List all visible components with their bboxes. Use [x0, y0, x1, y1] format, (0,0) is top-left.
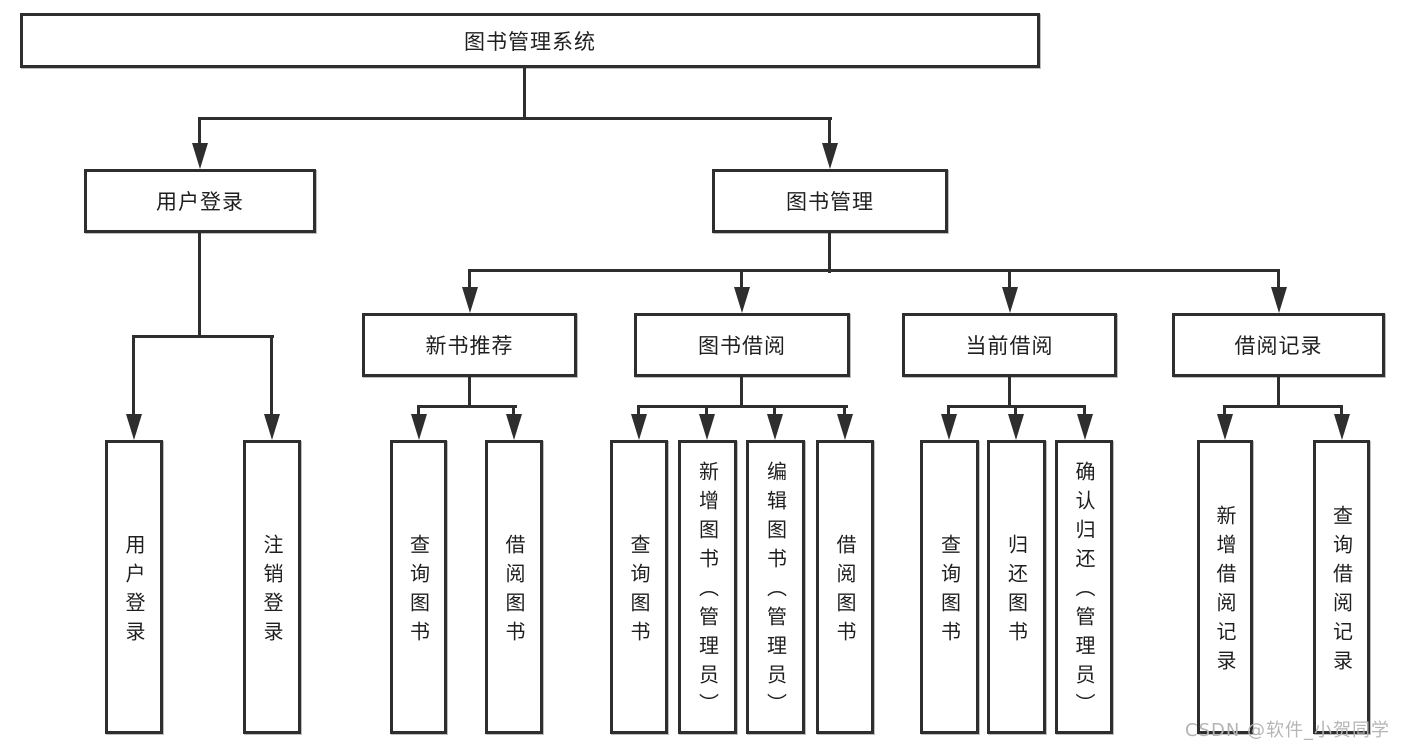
node-user-login: 用户登录: [84, 169, 316, 233]
connector-book-mgmt-drop: [828, 117, 831, 145]
node-book-management: 图书管理: [712, 169, 948, 233]
connector-root-elbow: [198, 117, 832, 120]
connector-root-stem: [523, 68, 526, 120]
arrowhead-leaf-confirm-return: [1077, 414, 1093, 440]
leaf-query-books-recommend: 查询图书: [390, 440, 447, 734]
leaf-query-borrow-record: 查询借阅记录: [1313, 440, 1370, 734]
leaf-query-books-current: 查询图书: [920, 440, 979, 734]
connector-leaf-drop: [270, 335, 273, 415]
node-borrowing-records: 借阅记录: [1172, 313, 1385, 377]
connector-leaf-drop: [705, 405, 708, 417]
arrowhead-leaf-query-books-2: [631, 414, 647, 440]
arrowhead-current-borrowing: [1002, 287, 1018, 313]
arrowhead-leaf-borrow-books: [506, 414, 522, 440]
connector-records-elbow: [1223, 405, 1343, 408]
connector-l3-drop: [1277, 269, 1280, 291]
connector-userlogin-elbow: [132, 335, 274, 338]
connector-leaf-drop: [1340, 405, 1343, 417]
connector-l3-drop: [468, 269, 471, 291]
arrowhead-leaf-query-books: [411, 414, 427, 440]
connector-leaf-drop: [773, 405, 776, 417]
connector-bookmgmt-stem: [828, 233, 831, 273]
arrowhead-user-login: [192, 143, 208, 169]
connector-user-login-drop: [198, 117, 201, 145]
connector-leaf-drop: [1223, 405, 1226, 417]
connector-current-stem: [1008, 377, 1011, 408]
node-library-management-system: 图书管理系统: [20, 13, 1040, 68]
connector-leaf-drop: [1083, 405, 1086, 417]
arrowhead-leaf-return-books: [1008, 414, 1024, 440]
arrowhead-leaf-user-login: [126, 414, 142, 440]
leaf-borrow-books-recommend: 借阅图书: [485, 440, 543, 734]
leaf-return-books: 归还图书: [987, 440, 1046, 734]
leaf-user-login: 用户登录: [105, 440, 163, 734]
arrowhead-leaf-add-record: [1217, 414, 1233, 440]
arrowhead-leaf-add-books: [699, 414, 715, 440]
arrowhead-book-mgmt: [822, 143, 838, 169]
connector-leaf-drop: [512, 405, 515, 417]
connector-userlogin-stem: [198, 233, 201, 337]
connector-l3-drop: [740, 269, 743, 291]
leaf-edit-books-admin: 编辑图书（管理员）: [746, 440, 805, 734]
arrowhead-book-borrowing: [734, 287, 750, 313]
leaf-borrow-books: 借阅图书: [816, 440, 874, 734]
connector-leaf-drop: [843, 405, 846, 417]
connector-leaf-drop: [637, 405, 640, 417]
connector-recommend-elbow: [417, 405, 517, 408]
arrowhead-borrowing-records: [1271, 287, 1287, 313]
arrowhead-leaf-edit-books: [767, 414, 783, 440]
arrowhead-leaf-query-record: [1334, 414, 1350, 440]
leaf-query-books-borrowing: 查询图书: [610, 440, 668, 734]
arrowhead-leaf-borrow-books-2: [837, 414, 853, 440]
connector-leaf-drop: [132, 335, 135, 415]
csdn-watermark: CSDN @软件_小贺同学: [1185, 720, 1391, 741]
leaf-logout: 注销登录: [243, 440, 301, 734]
connector-leaf-drop: [947, 405, 950, 417]
connector-records-stem: [1277, 377, 1280, 408]
node-new-book-recommendation: 新书推荐: [362, 313, 577, 377]
connector-borrowing-stem: [740, 377, 743, 408]
connector-recommend-stem: [468, 377, 471, 408]
arrowhead-leaf-query-books-3: [941, 414, 957, 440]
connector-bookmgmt-elbow: [468, 269, 1280, 272]
connector-l3-drop: [1008, 269, 1011, 291]
connector-leaf-drop: [1014, 405, 1017, 417]
node-current-borrowing: 当前借阅: [902, 313, 1117, 377]
arrowhead-leaf-logout: [264, 414, 280, 440]
leaf-confirm-return-admin: 确认归还（管理员）: [1055, 440, 1113, 734]
leaf-add-books-admin: 新增图书（管理员）: [678, 440, 737, 734]
node-book-borrowing: 图书借阅: [634, 313, 850, 377]
connector-borrowing-elbow: [637, 405, 848, 408]
leaf-add-borrow-record: 新增借阅记录: [1197, 440, 1253, 734]
connector-leaf-drop: [417, 405, 420, 417]
arrowhead-new-book-recommendation: [462, 287, 478, 313]
